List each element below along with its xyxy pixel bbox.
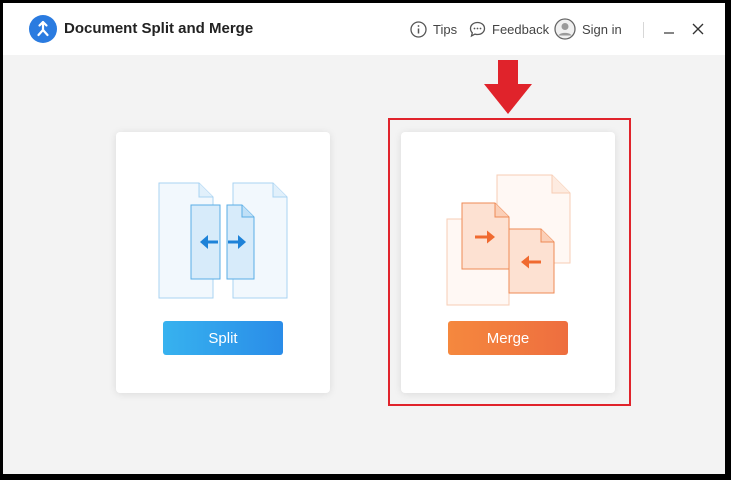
- tips-label: Tips: [433, 21, 458, 37]
- down-arrow-icon: [484, 60, 532, 114]
- split-button[interactable]: Split: [163, 321, 283, 355]
- app-window: Document Split and Merge Tips Feedback: [3, 3, 725, 474]
- info-icon: [410, 20, 427, 38]
- merge-highlight-box: [388, 118, 631, 406]
- minimize-icon: [664, 32, 674, 34]
- close-icon: [692, 23, 704, 35]
- split-illustration-icon: [158, 182, 288, 299]
- chat-bubble-icon: [469, 21, 486, 37]
- tips-button[interactable]: Tips: [410, 18, 457, 40]
- minimize-button[interactable]: [659, 19, 679, 39]
- user-avatar-icon: [554, 18, 576, 40]
- sign-in-label: Sign in: [582, 21, 622, 37]
- app-title: Document Split and Merge: [64, 20, 254, 37]
- sign-in-button[interactable]: Sign in: [554, 18, 622, 40]
- toolbar-divider: [643, 22, 644, 38]
- feedback-button[interactable]: Feedback: [469, 18, 549, 40]
- title-bar: Document Split and Merge Tips Feedback: [3, 3, 725, 55]
- split-card[interactable]: Split: [116, 132, 330, 393]
- merge-card[interactable]: Merge: [401, 132, 615, 393]
- close-button[interactable]: [688, 19, 708, 39]
- feedback-label: Feedback: [492, 21, 550, 37]
- merge-illustration-icon: [446, 174, 571, 306]
- app-logo-icon: [29, 15, 57, 43]
- merge-button[interactable]: Merge: [448, 321, 568, 355]
